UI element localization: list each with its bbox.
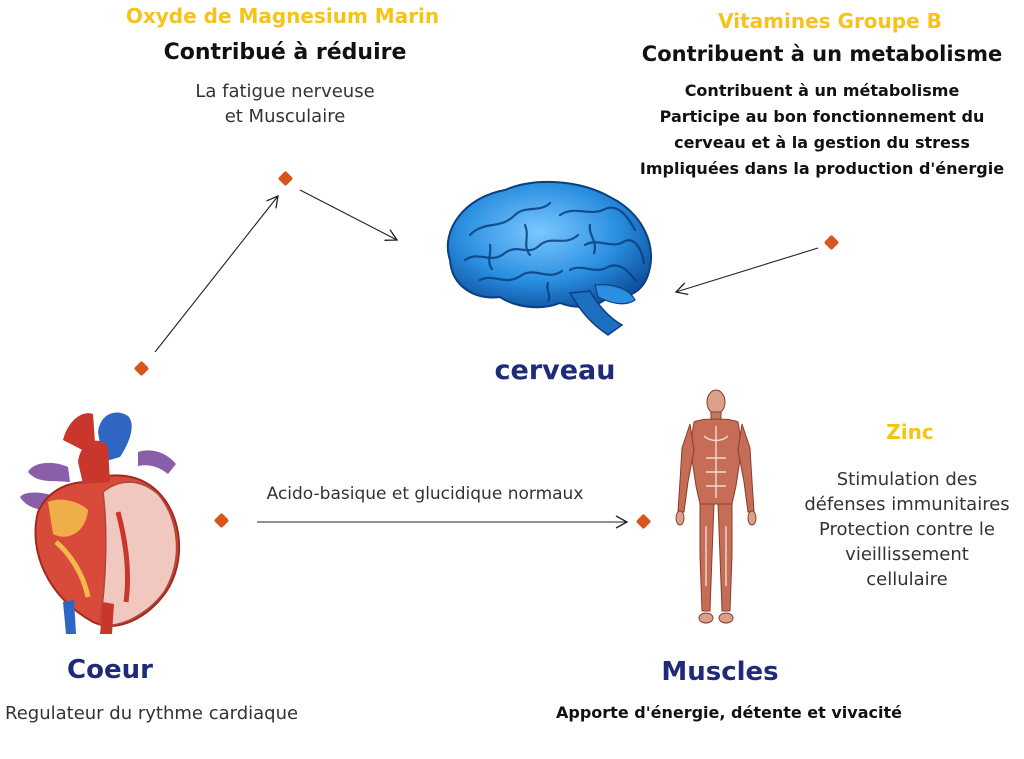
zinc-line: cellulaire — [866, 569, 948, 590]
arrow-heart-to-magnesium — [154, 194, 279, 353]
zinc-line: Protection contre le — [818, 519, 996, 540]
vitamins-subtitle: Contribuent à un metabolisme — [641, 42, 1003, 66]
zinc-line: défenses immunitaires — [804, 494, 1010, 515]
vitamins-line: Participe au bon fonctionnement du — [659, 107, 985, 126]
zinc-title: Zinc — [886, 420, 934, 444]
arrow-magnesium-to-brain — [299, 189, 399, 241]
vitamins-line: Impliquées dans la production d'énergie — [639, 159, 1005, 178]
muscles-description: Apporte d'énergie, détente et vivacité — [556, 703, 902, 722]
magnesium-description: La fatigue nerveuse et Musculaire — [140, 79, 430, 129]
magnesium-title: Oxyde de Magnesium Marin — [125, 4, 440, 28]
zinc-description: Stimulation des défenses immunitaires Pr… — [790, 467, 1024, 592]
heart-label: Coeur — [67, 655, 153, 685]
heart-icon — [20, 412, 181, 634]
vitamins-line: Contribuent à un métabolisme — [684, 81, 960, 100]
heart-muscles-link-label: Acido-basique et glucidique normaux — [266, 484, 584, 504]
zinc-line: vieillissement — [845, 544, 969, 565]
vitamins-title: Vitamines Groupe B — [718, 9, 942, 33]
muscles-label: Muscles — [661, 657, 779, 687]
arrow-vitamins-to-brain — [674, 247, 819, 296]
zinc-line: Stimulation des — [836, 469, 978, 490]
muscle-body-icon — [675, 389, 757, 624]
heart-description: Regulateur du rythme cardiaque — [5, 703, 299, 724]
magnesium-line: La fatigue nerveuse — [195, 81, 375, 102]
vitamins-description: Contribuent à un métabolisme Participe a… — [630, 78, 1014, 182]
magnesium-subtitle: Contribué à réduire — [163, 40, 407, 65]
brain-icon — [446, 181, 652, 336]
vitamins-line: cerveau et à la gestion du stress — [674, 133, 970, 152]
brain-label: cerveau — [494, 355, 616, 386]
magnesium-line: et Musculaire — [224, 106, 346, 127]
